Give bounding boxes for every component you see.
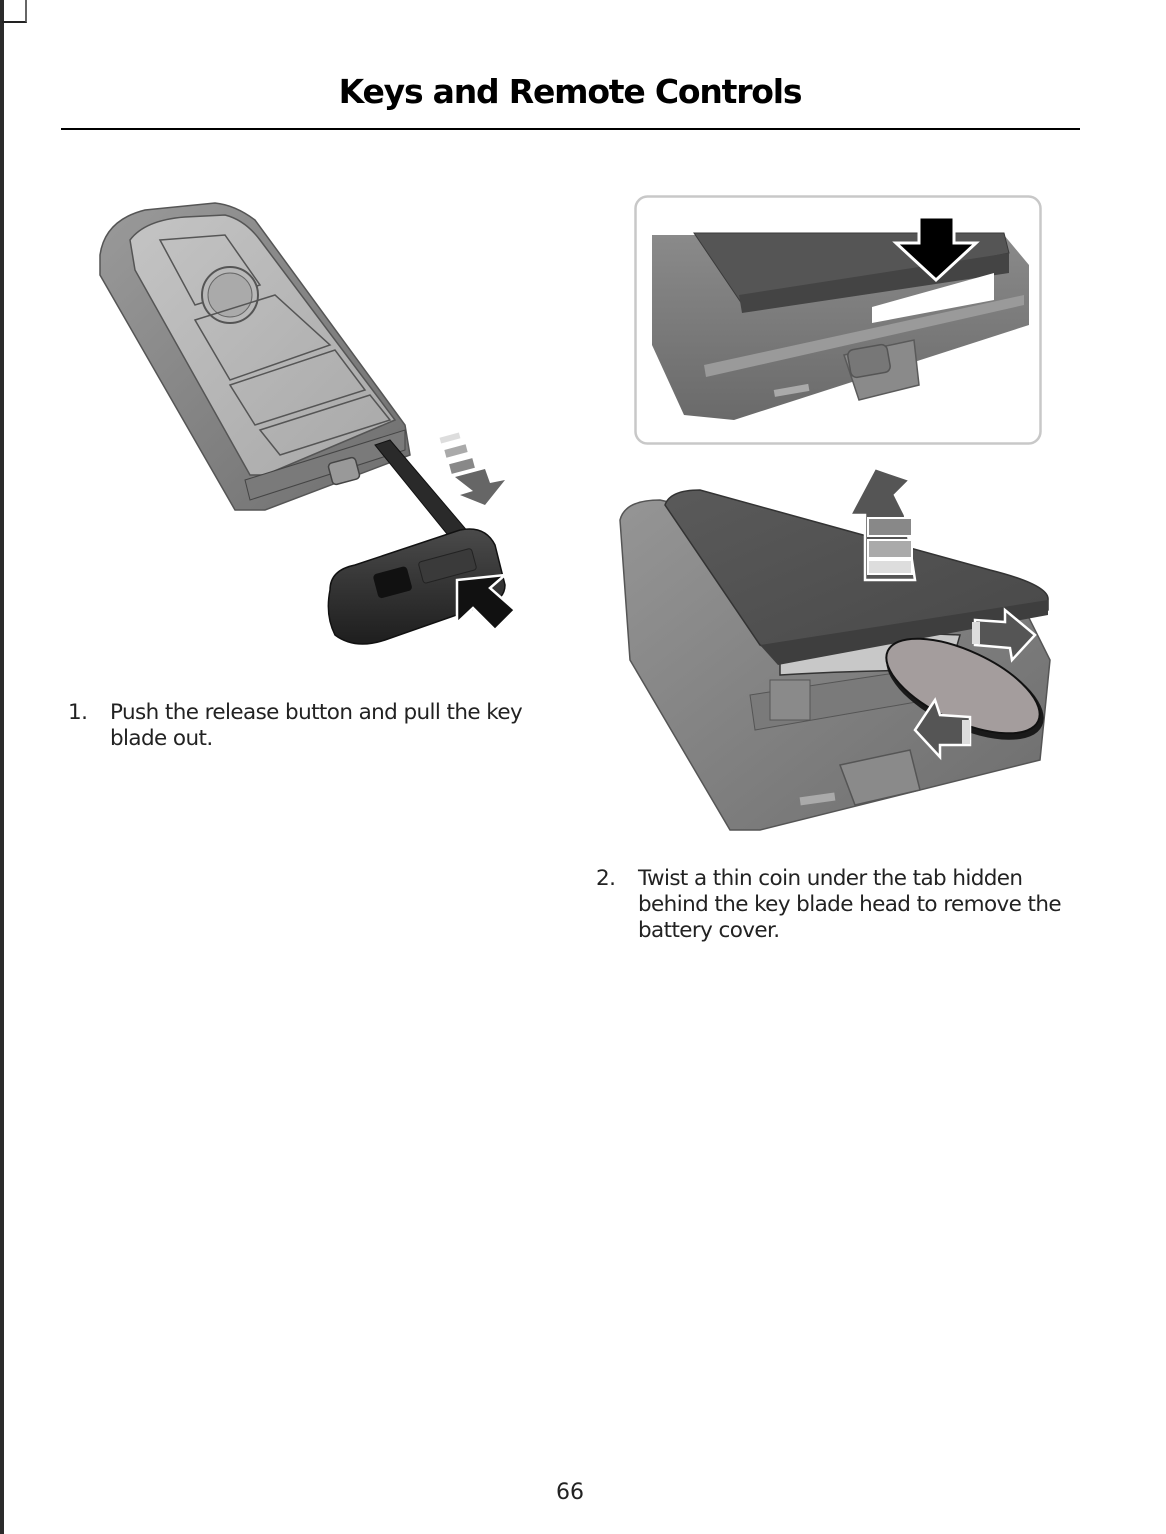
step-number: 1. [68,700,88,725]
instruction-step-2: 2. Twist a thin coin under the tab hidde… [596,866,1076,944]
instruction-step-1: 1. Push the release button and pull the … [68,700,538,752]
crop-mark [2,0,27,23]
step-text: Push the release button and pull the key… [110,700,523,751]
key-fob-icon [99,202,517,645]
title-divider [61,128,1080,130]
page-number: 66 [556,1480,584,1505]
step-number: 2. [596,866,616,891]
figure-battery-cover-inset [634,195,1042,445]
figure-key-blade-release [85,195,525,660]
page-edge [0,0,4,1534]
down-arrow-icon [892,215,980,283]
pull-arrow-icon [439,432,505,505]
push-arrow-icon [455,573,517,632]
step-text: Twist a thin coin under the tab hidden b… [638,866,1062,943]
figure-battery-cover-removal [610,460,1060,835]
page-title: Keys and Remote Controls [338,72,803,111]
twist-arrow-icon [913,607,1037,761]
lift-arrow-icon [847,466,917,582]
